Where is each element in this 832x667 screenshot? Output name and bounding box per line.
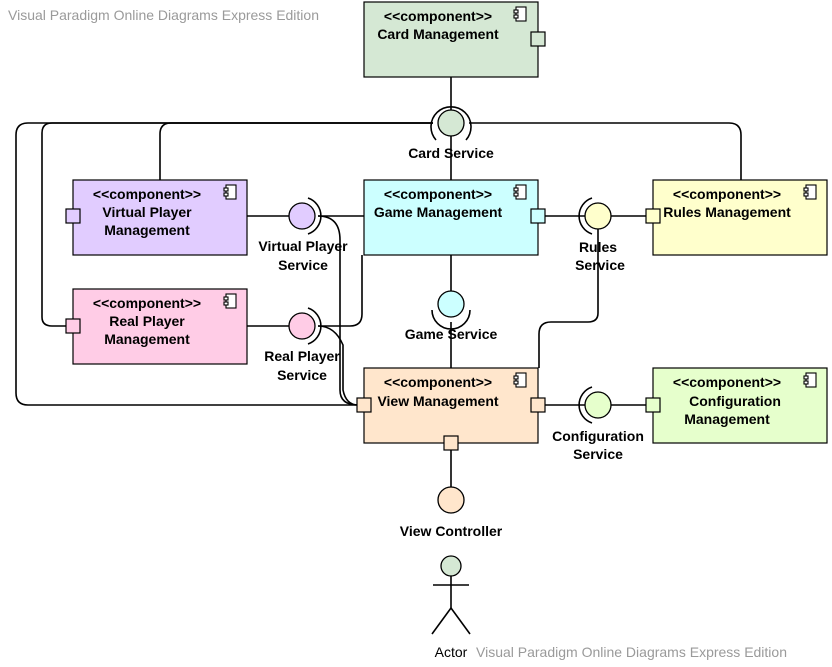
interface-label-line2: Service bbox=[573, 446, 623, 462]
component-name: View Management bbox=[377, 393, 498, 409]
interface-label: Configuration bbox=[552, 428, 644, 444]
stereotype-label: <<component>> bbox=[673, 374, 781, 390]
component-name: Real Player bbox=[109, 313, 185, 329]
stereotype-label: <<component>> bbox=[384, 374, 492, 390]
interface-configuration-service[interactable]: Configuration Service bbox=[552, 386, 644, 462]
component-card-management[interactable]: <<component>> Card Management bbox=[363, 1, 546, 78]
port-left bbox=[356, 397, 372, 413]
watermark-top: Visual Paradigm Online Diagrams Express … bbox=[8, 7, 319, 23]
component-name-line2: Management bbox=[104, 331, 190, 347]
component-real-player-management[interactable]: <<component>> Real Player Management bbox=[65, 288, 248, 365]
actor-left-leg bbox=[431, 607, 452, 635]
interface-label: Game Service bbox=[405, 326, 498, 342]
component-name: Virtual Player bbox=[102, 204, 192, 220]
interface-label: Card Service bbox=[408, 145, 494, 161]
port-right bbox=[530, 397, 546, 413]
interface-label: Rules bbox=[579, 239, 617, 255]
component-name: Card Management bbox=[377, 26, 499, 42]
component-name: Configuration bbox=[689, 393, 781, 409]
component-icon bbox=[803, 372, 817, 388]
component-rules-management[interactable]: <<component>> Rules Management bbox=[645, 179, 828, 256]
stereotype-label: <<component>> bbox=[384, 186, 492, 202]
component-name-line2: Management bbox=[104, 222, 190, 238]
wire-rules-view bbox=[538, 229, 599, 368]
wire-real-game bbox=[318, 255, 363, 327]
wire-card-view bbox=[15, 122, 433, 406]
component-icon bbox=[513, 6, 527, 22]
component-name-line2: Management bbox=[684, 411, 770, 427]
component-configuration-management[interactable]: <<component>> Configuration Management bbox=[645, 367, 828, 444]
component-icon bbox=[513, 372, 527, 388]
actor[interactable]: Actor bbox=[431, 555, 471, 660]
stereotype-label: <<component>> bbox=[93, 186, 201, 202]
component-virtual-player-management[interactable]: <<component>> Virtual Player Management bbox=[65, 179, 248, 256]
interface-label: Virtual Player bbox=[258, 238, 348, 254]
actor-label: Actor bbox=[435, 644, 468, 660]
interface-view-controller[interactable]: View Controller bbox=[400, 486, 503, 539]
port bbox=[65, 318, 81, 334]
component-icon bbox=[803, 184, 817, 200]
component-name: Game Management bbox=[374, 204, 503, 220]
wire-real-view bbox=[317, 325, 359, 406]
interface-rules-service[interactable]: Rules Service bbox=[575, 197, 625, 273]
port bbox=[645, 397, 661, 413]
port bbox=[65, 208, 81, 224]
port-bottom bbox=[443, 435, 459, 451]
component-icon bbox=[223, 184, 237, 200]
interface-label-line2: Service bbox=[278, 257, 328, 273]
stereotype-label: <<component>> bbox=[93, 295, 201, 311]
component-game-management[interactable]: <<component>> Game Management bbox=[363, 179, 546, 256]
component-view-management[interactable]: <<component>> View Management bbox=[356, 367, 546, 451]
port bbox=[530, 31, 546, 47]
interface-real-player-service[interactable]: Real Player Service bbox=[264, 307, 340, 383]
actor-head bbox=[440, 555, 462, 577]
interface-game-service[interactable]: Game Service bbox=[405, 290, 498, 342]
watermark-bottom: Visual Paradigm Online Diagrams Express … bbox=[476, 644, 787, 660]
wire-card-virtual bbox=[159, 122, 433, 180]
stereotype-label: <<component>> bbox=[673, 186, 781, 202]
interface-label: Real Player bbox=[264, 348, 340, 364]
wire-card-rules bbox=[469, 122, 742, 180]
interface-label: View Controller bbox=[400, 523, 503, 539]
wire-virtual-view bbox=[317, 215, 359, 406]
stereotype-label: <<component>> bbox=[384, 8, 492, 24]
component-name: Rules Management bbox=[663, 204, 791, 220]
actor-right-leg bbox=[450, 607, 471, 635]
component-icon bbox=[513, 184, 527, 200]
component-icon bbox=[223, 293, 237, 309]
interface-label-line2: Service bbox=[277, 367, 327, 383]
port bbox=[645, 208, 661, 224]
interface-card-service[interactable]: Card Service bbox=[408, 106, 494, 161]
port bbox=[530, 208, 546, 224]
wire-card-real bbox=[41, 122, 433, 327]
interface-virtual-player-service[interactable]: Virtual Player Service bbox=[258, 197, 348, 273]
interface-label-line2: Service bbox=[575, 257, 625, 273]
